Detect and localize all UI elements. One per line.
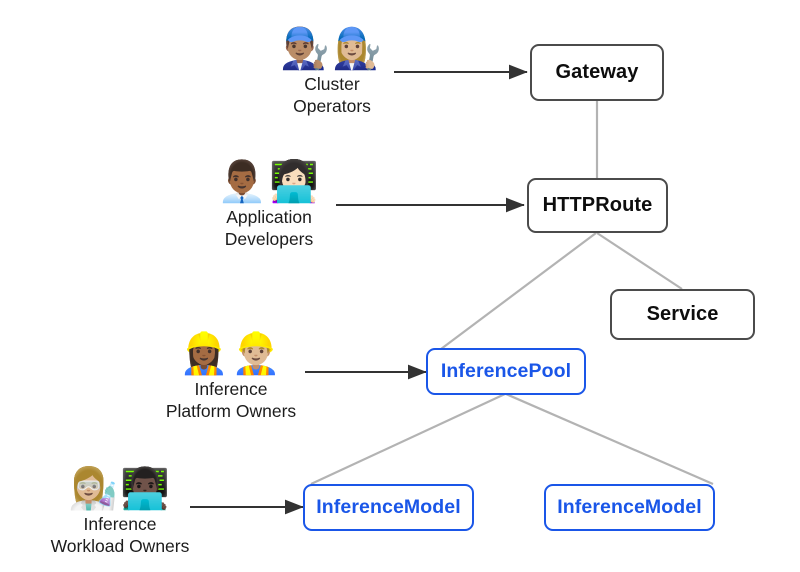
node-inference-model-left[interactable]: InferenceModel [303, 484, 474, 531]
node-httproute[interactable]: HTTPRoute [527, 178, 668, 233]
woman-construction-worker-icon man-construction-worker-icon: 👷🏾‍♀️👷🏼‍♂️ [179, 331, 283, 377]
persona-application-developers-label: Application Developers [224, 207, 314, 249]
edge-httproute-inferencepool [440, 232, 597, 350]
man-office-worker-icon woman-technologist-icon: 👨🏾‍💼👩🏻‍💻 [217, 159, 321, 205]
edge-inferencepool-inferencemodel-right [505, 392, 714, 486]
persona-inference-workload-owners: 👩🏼‍🔬👨🏿‍💻 Inference Workload Owners [50, 468, 190, 558]
node-inference-model-left-label: InferenceModel [316, 496, 461, 518]
node-inference-pool[interactable]: InferencePool [426, 348, 586, 395]
man-mechanic-icon woman-mechanic-icon: 👨🏽‍🔧👩🏼‍🔧 [280, 26, 384, 72]
node-gateway-label: Gateway [555, 61, 639, 83]
persona-inference-platform-owners: 👷🏾‍♀️👷🏼‍♂️ Inference Platform Owners [161, 333, 301, 423]
node-inference-model-right-label: InferenceModel [557, 496, 702, 518]
node-service[interactable]: Service [610, 289, 755, 340]
edge-inferencepool-inferencemodel-left [310, 393, 506, 485]
edge-httproute-service [596, 232, 683, 290]
persona-cluster-operators: 👨🏽‍🔧👩🏼‍🔧 Cluster Operators [268, 28, 396, 118]
persona-application-developers: 👨🏾‍💼👩🏻‍💻 Application Developers [205, 161, 333, 251]
persona-cluster-operators-label: Cluster Operators [293, 74, 371, 116]
node-inference-pool-label: InferencePool [440, 360, 572, 382]
node-gateway[interactable]: Gateway [530, 44, 664, 101]
node-service-label: Service [646, 303, 719, 325]
persona-inference-platform-owners-label: Inference Platform Owners [165, 379, 297, 421]
woman-scientist-icon man-technologist-icon: 👩🏼‍🔬👨🏿‍💻 [68, 466, 172, 512]
node-httproute-label: HTTPRoute [542, 194, 653, 216]
persona-inference-workload-owners-label: Inference Workload Owners [50, 514, 190, 556]
node-inference-model-right[interactable]: InferenceModel [544, 484, 715, 531]
